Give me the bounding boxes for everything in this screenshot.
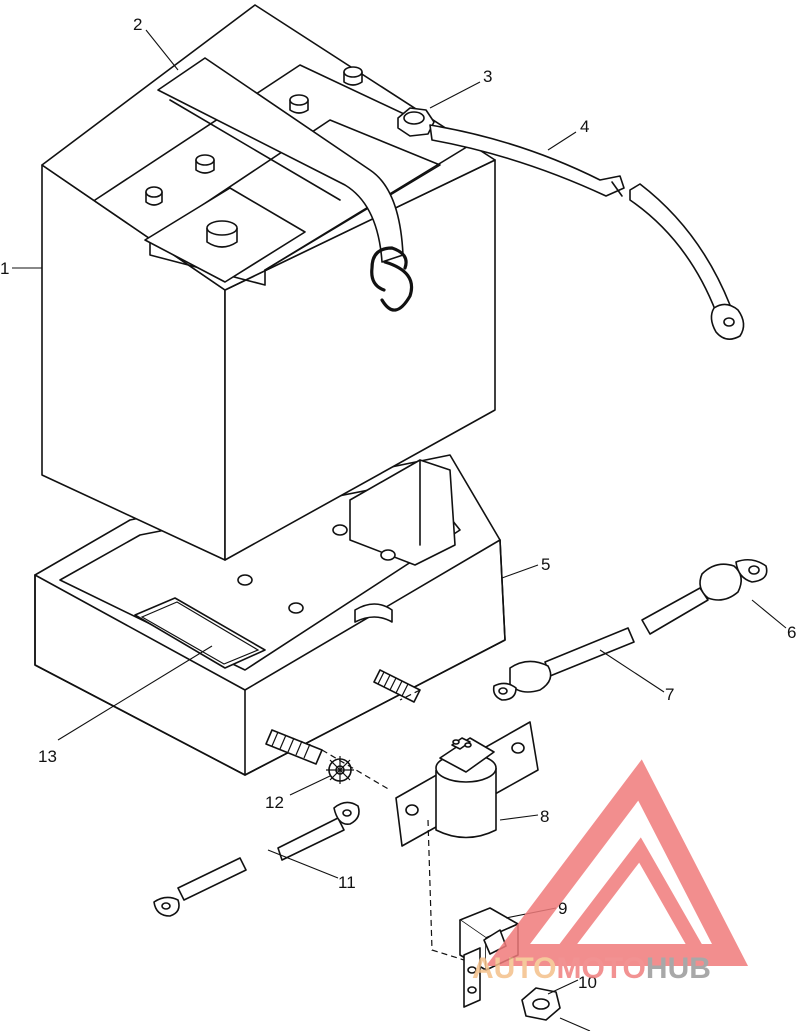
callout-13: 13	[38, 747, 57, 766]
star-washer	[326, 756, 354, 784]
callout-8: 8	[540, 807, 549, 826]
watermark-triangle-icon	[485, 759, 749, 966]
callout-12: 12	[265, 793, 284, 812]
callout-6: 6	[787, 623, 796, 642]
positive-cable	[429, 124, 745, 340]
battery-terminal-posts	[145, 66, 363, 248]
tray-label-plate	[134, 597, 266, 669]
ground-cable	[492, 558, 768, 701]
callout-3: 3	[483, 67, 492, 86]
battery	[41, 4, 496, 561]
callout-5: 5	[541, 555, 550, 574]
callout-7: 7	[665, 685, 674, 704]
stud-bolt-upper	[373, 669, 421, 703]
assembly-lines	[321, 689, 465, 961]
battery-tray	[34, 454, 506, 776]
small-cable	[153, 801, 360, 917]
callout-1: 1	[0, 259, 9, 278]
callout-9: 9	[558, 899, 567, 918]
watermark-text: AUTOMOTOHUB	[472, 952, 711, 985]
hex-nut	[521, 987, 561, 1021]
callout-2: 2	[133, 15, 142, 34]
starter-solenoid	[395, 721, 539, 847]
watermark-logo: AUTOMOTOHUB	[472, 759, 749, 985]
callout-11: 11	[338, 873, 356, 892]
stud-bolt-lower	[265, 729, 323, 765]
callout-10: 10	[578, 973, 597, 992]
callout-labels: 1 2 3 4 5 6 7 8 9 10 11 12 13	[0, 15, 796, 992]
hold-down-strap	[157, 57, 414, 312]
callout-4: 4	[580, 117, 589, 136]
